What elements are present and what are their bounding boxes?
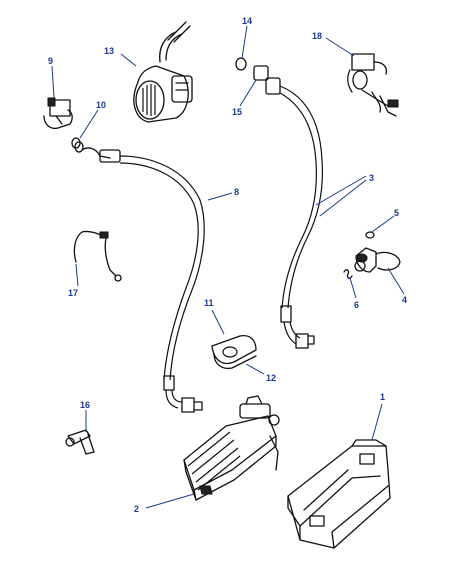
callout-1: 1 xyxy=(380,392,385,402)
o-ring-14-part xyxy=(235,57,247,71)
blower-motor-part xyxy=(133,21,193,123)
leader-6 xyxy=(349,277,357,299)
leader-15 xyxy=(239,79,257,107)
leader-3a xyxy=(315,175,367,206)
callout-17: 17 xyxy=(68,288,78,298)
leader-18 xyxy=(325,37,355,57)
leader-13 xyxy=(120,53,137,67)
callout-10: 10 xyxy=(96,100,106,110)
callout-labels: 13 14 18 9 10 15 8 3 5 4 6 17 11 12 16 2… xyxy=(48,16,407,514)
callout-6: 6 xyxy=(354,300,359,310)
leader-1 xyxy=(371,403,383,441)
callout-5: 5 xyxy=(394,208,399,218)
valve-4-part xyxy=(354,247,401,273)
sensor-wire-part xyxy=(73,230,122,282)
o-ring-5-part xyxy=(365,231,375,239)
leader-8 xyxy=(207,192,233,201)
callout-18: 18 xyxy=(312,31,322,41)
resistor-assembly-part xyxy=(347,53,399,117)
leader-3b xyxy=(319,179,367,217)
leader-2 xyxy=(145,493,195,509)
hose-3-part xyxy=(253,65,323,349)
grommet-part xyxy=(211,334,257,370)
leader-11 xyxy=(211,309,225,335)
leader-10 xyxy=(79,109,99,139)
leader-9 xyxy=(51,65,55,99)
evaporator-case-part xyxy=(287,439,391,549)
callout-11: 11 xyxy=(204,298,214,308)
callout-4: 4 xyxy=(402,295,407,305)
callout-2: 2 xyxy=(134,504,139,514)
t-connector-part xyxy=(65,429,95,455)
callout-16: 16 xyxy=(80,400,90,410)
expansion-valve-part xyxy=(43,97,73,130)
leader-17 xyxy=(75,263,79,287)
leader-4 xyxy=(387,267,405,295)
spring-6-part xyxy=(343,269,353,279)
o-ring-10-part xyxy=(71,137,84,153)
callout-15: 15 xyxy=(232,107,242,117)
evaporator-part xyxy=(183,395,280,501)
callout-8: 8 xyxy=(234,187,239,197)
callout-14: 14 xyxy=(242,16,252,26)
leader-12 xyxy=(245,363,265,375)
callout-13: 13 xyxy=(104,46,114,56)
leader-5 xyxy=(371,215,395,233)
hose-8-part xyxy=(81,147,205,413)
leader-lines xyxy=(51,25,405,509)
callout-3: 3 xyxy=(369,173,374,183)
callout-9: 9 xyxy=(48,56,53,66)
leader-14 xyxy=(241,25,248,59)
callout-12: 12 xyxy=(266,373,276,383)
